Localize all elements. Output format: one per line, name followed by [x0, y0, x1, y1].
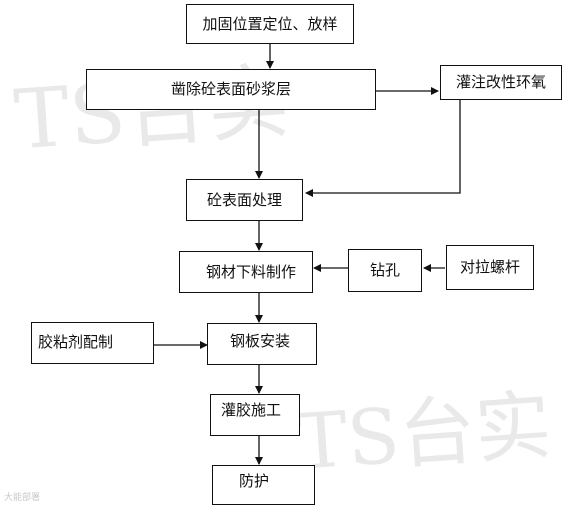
node-tie-bolt: 对拉螺杆: [446, 245, 534, 290]
node-steel-cutting-fabrication: 钢材下料制作: [179, 251, 313, 293]
node-positioning-layout: 加固位置定位、放样: [186, 4, 354, 44]
source-credit: 大能部署: [4, 493, 41, 503]
node-inject-modified-epoxy: 灌注改性环氧: [440, 65, 562, 100]
node-glue-injection: 灌胶施工: [210, 394, 300, 436]
node-adhesive-mixing: 胶粘剂配制: [31, 322, 154, 364]
arrow-n3-n4: [305, 100, 461, 197]
node-concrete-surface-treatment: 砼表面处理: [186, 179, 303, 221]
node-concrete-surface-treatment-text: 砼表面处理: [206, 190, 282, 209]
node-steel-plate-installation: 钢板安装: [207, 323, 317, 365]
node-protection: 防护: [212, 465, 315, 505]
node-remove-mortar-layer-text: 凿除砼表面砂浆层: [170, 80, 291, 98]
node-drilling: 钻孔: [348, 249, 422, 292]
node-remove-mortar-layer: 凿除砼表面砂浆层: [86, 69, 376, 110]
